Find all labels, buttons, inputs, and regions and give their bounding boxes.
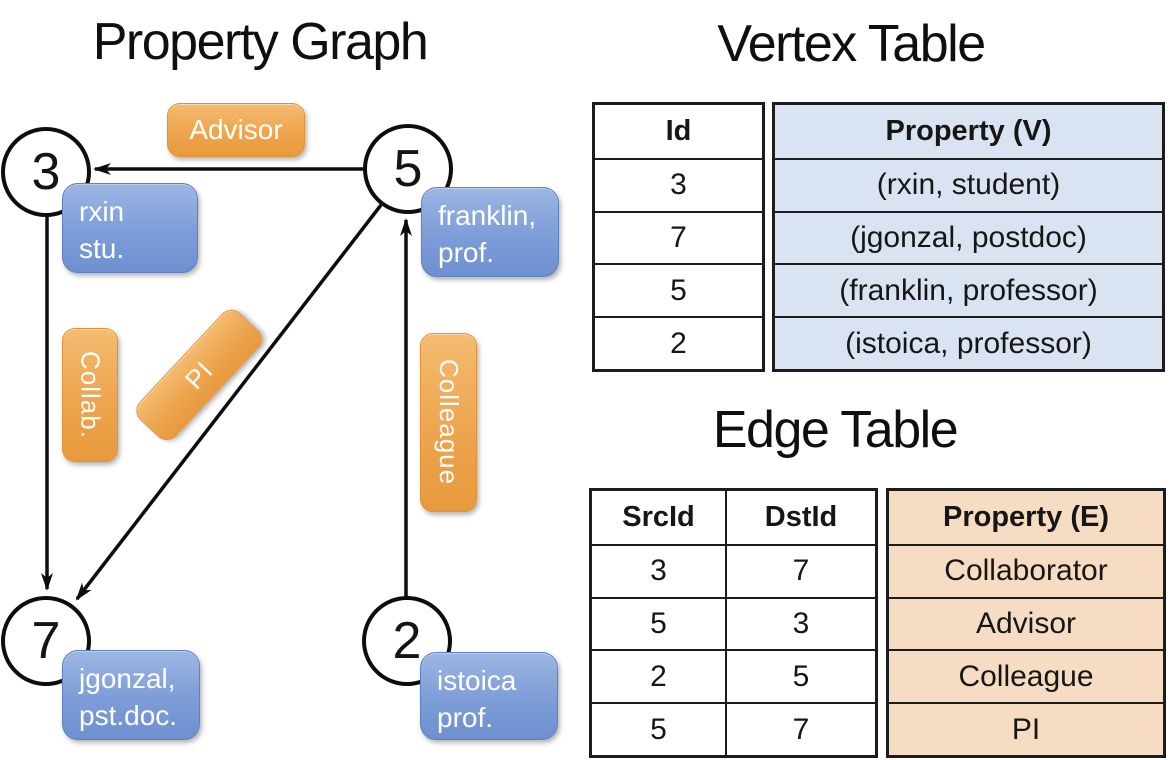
vt-row-1-id: 7: [595, 210, 762, 264]
edge-table-property-column: Property (E) Collaborator Advisor Collea…: [886, 488, 1166, 758]
edge-table-ids-columns: SrcId DstId 3 7 5 3 2 5 5 7: [589, 488, 878, 758]
vt-row-2-id: 5: [595, 263, 762, 316]
vertex-label-istoica-line1: istoica: [437, 665, 517, 696]
vertex-table-id-column: Id 3 7 5 2: [592, 102, 765, 372]
vertex-label-franklin-line2: prof.: [438, 236, 495, 268]
et-row-2-src: 2: [592, 649, 725, 702]
vt-row-0-id: 3: [595, 157, 762, 211]
edge-table-header-property: Property (E): [943, 500, 1109, 533]
vertex-table-header-property: Property (V): [885, 114, 1052, 147]
edge-table-header-dst: DstId: [725, 491, 875, 544]
vertex-label-rxin-line1: rxin: [79, 196, 125, 227]
et-row-2-property: Colleague: [889, 649, 1163, 702]
edge-label-collab-text: Collab.: [75, 351, 106, 439]
vt-row-0-property: (rxin, student): [775, 157, 1162, 211]
et-row-0-property: Collaborator: [889, 543, 1163, 597]
et-row-3-property: PI: [889, 702, 1163, 755]
vertex-label-istoica: istoica prof.: [420, 652, 558, 740]
vt-row-3-id: 2: [595, 316, 762, 369]
vertex-label-jgonzal-line1: jgonzal,: [79, 663, 176, 694]
edge-label-colleague: Colleague: [420, 333, 477, 512]
edge-label-advisor: Advisor: [167, 103, 305, 157]
vt-row-3-property: (istoica, professor): [775, 316, 1162, 369]
vertex-label-jgonzal: jgonzal, pst.doc.: [62, 650, 200, 740]
vertex-label-rxin-line2: stu.: [79, 232, 125, 264]
et-row-0-dst: 7: [725, 543, 875, 597]
et-row-3-src: 5: [592, 702, 725, 755]
vertex-label-jgonzal-line2: pst.doc.: [79, 699, 178, 731]
et-row-0-src: 3: [592, 543, 725, 597]
node-7-id: 7: [31, 612, 61, 670]
vertex-table-header-id: Id: [665, 114, 692, 147]
et-row-1-dst: 3: [725, 596, 875, 650]
edge-table-title: Edge Table: [712, 401, 959, 459]
vertex-table-property-column: Property (V) (rxin, student) (jgonzal, p…: [772, 102, 1165, 372]
vertex-table-title: Vertex Table: [717, 15, 986, 73]
graph-node-5: 5: [363, 124, 453, 214]
node-3-id: 3: [31, 143, 61, 201]
edge-label-colleague-text: Colleague: [434, 359, 464, 486]
edge-arrow-5-to-7: [75, 203, 383, 601]
graph-edges-svg: [41, 163, 412, 601]
edge-table-header-src: SrcId: [622, 500, 695, 533]
et-row-1-src: 5: [592, 596, 725, 650]
edge-label-advisor-text: Advisor: [189, 114, 283, 145]
vertex-label-rxin: rxin stu.: [62, 183, 198, 273]
edge-label-collab: Collab.: [62, 328, 118, 462]
graph-node-2: 2: [362, 596, 452, 686]
vertex-label-franklin: franklin, prof.: [421, 187, 559, 277]
et-row-3-dst: 7: [725, 702, 875, 755]
et-row-1-property: Advisor: [889, 596, 1163, 650]
vt-row-2-property: (franklin, professor): [775, 263, 1162, 316]
vertex-label-istoica-line2: prof.: [437, 701, 494, 733]
vt-row-1-property: (jgonzal, postdoc): [775, 210, 1162, 264]
node-5-id: 5: [393, 140, 423, 198]
vertex-label-franklin-line1: franklin,: [438, 200, 537, 231]
node-2-id: 2: [392, 612, 422, 670]
et-row-2-dst: 5: [725, 649, 875, 703]
property-graph-title: Property Graph: [92, 13, 429, 71]
edge-label-pi-text: PI: [178, 354, 219, 395]
